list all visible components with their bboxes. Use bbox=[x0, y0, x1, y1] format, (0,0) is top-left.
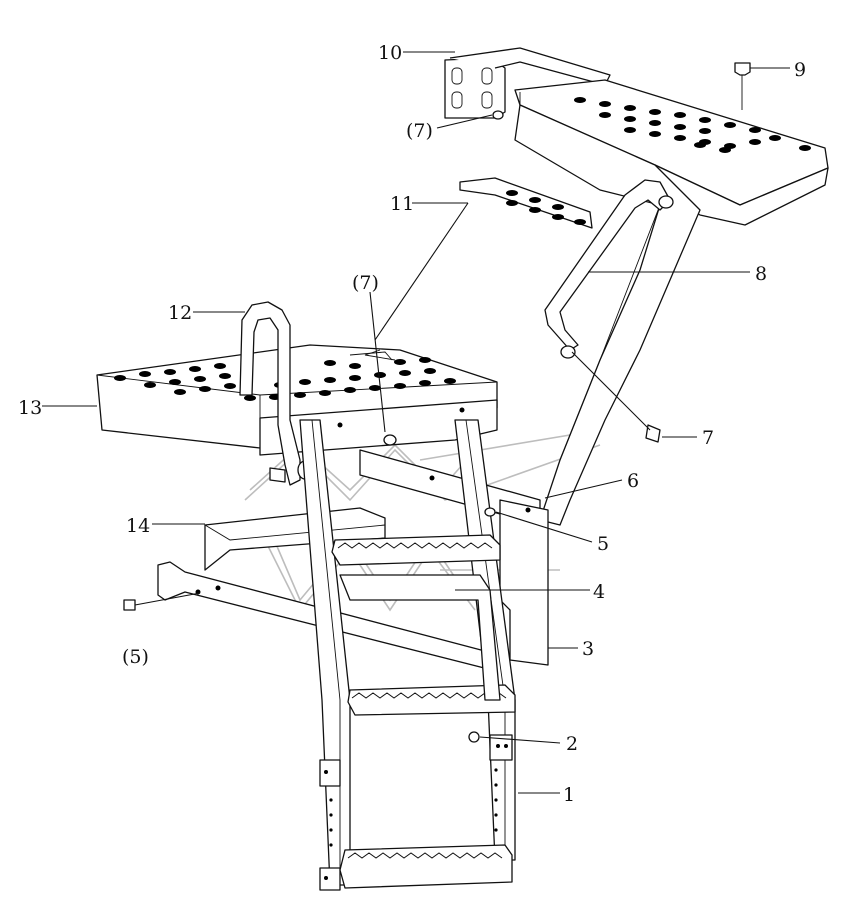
callout-13: 13 bbox=[18, 397, 42, 419]
callout-11: 11 bbox=[390, 193, 414, 215]
callout-5-rail: (5) bbox=[122, 646, 149, 668]
ladder-assembly bbox=[299, 419, 516, 891]
callout-4: 4 bbox=[593, 581, 605, 603]
callout-7-platform: (7) bbox=[352, 272, 379, 294]
callout-9: 9 bbox=[794, 59, 806, 81]
callout-6: 6 bbox=[627, 470, 639, 492]
callout-5: 5 bbox=[597, 533, 609, 555]
upper-deck-holes bbox=[574, 97, 811, 153]
callout-2: 2 bbox=[566, 733, 578, 755]
lower-platform bbox=[96, 344, 498, 456]
callout-7-rail: 7 bbox=[702, 427, 714, 449]
callout-10: 10 bbox=[378, 42, 402, 64]
intermediate-step bbox=[459, 177, 593, 229]
callout-14: 14 bbox=[126, 515, 150, 537]
upper-handrail bbox=[544, 179, 674, 359]
callout-8: 8 bbox=[755, 263, 767, 285]
leader-lines bbox=[42, 51, 790, 794]
callout-1: 1 bbox=[563, 784, 575, 806]
lower-deck-holes bbox=[114, 357, 456, 401]
callout-labels: 10 9 (7) 11 8 (7) 12 13 7 6 14 5 4 (5) 3… bbox=[18, 42, 806, 806]
callout-7-bracket: (7) bbox=[406, 120, 433, 142]
callout-3: 3 bbox=[582, 638, 594, 660]
callout-12: 12 bbox=[168, 302, 192, 324]
upper-platform bbox=[444, 47, 829, 526]
